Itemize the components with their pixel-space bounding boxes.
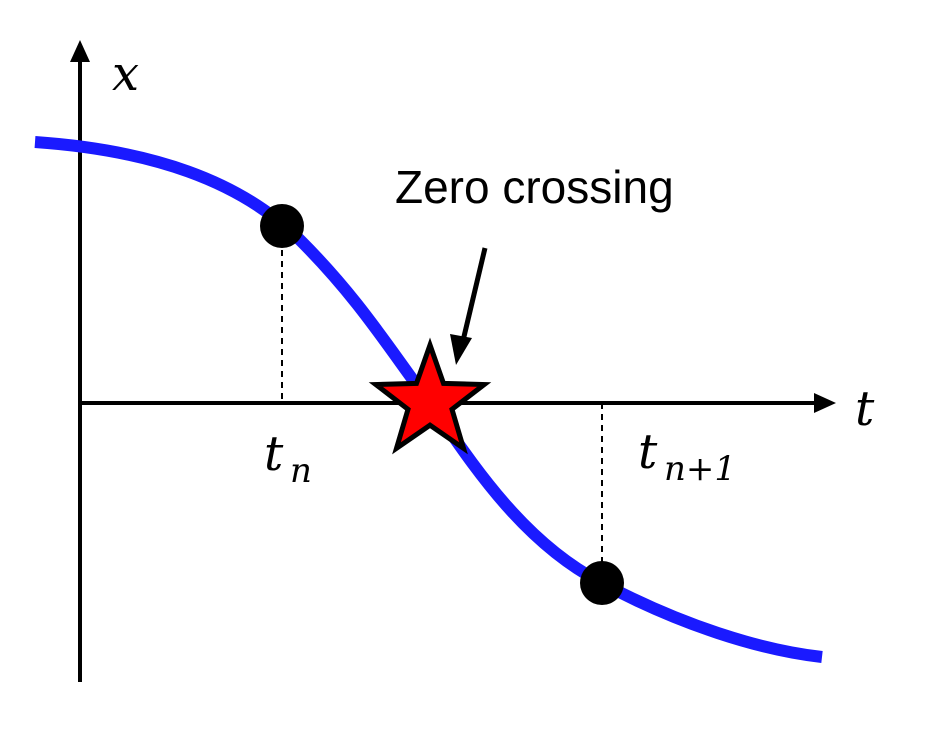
annotation-arrow xyxy=(459,247,488,346)
t-n1-label: t n+1 xyxy=(638,424,736,489)
sample-point-t-n1 xyxy=(580,561,624,605)
y-axis-arrowhead xyxy=(70,40,90,62)
annotation-arrowhead xyxy=(450,334,472,365)
x-axis-label: t xyxy=(855,381,875,437)
zero-crossing-star-icon xyxy=(368,337,492,455)
sample-point-t-n xyxy=(260,204,304,248)
t-n-label: t n xyxy=(264,426,312,491)
t-n-label-base: t xyxy=(264,426,284,482)
t-n-label-subscript: n xyxy=(290,451,312,491)
t-n1-label-subscript: n+1 xyxy=(664,449,736,489)
x-axis-arrowhead xyxy=(814,393,836,413)
y-axis-label: x xyxy=(112,46,139,102)
t-n1-label-base: t xyxy=(638,424,658,480)
zero-crossing-label: Zero crossing xyxy=(395,161,674,213)
